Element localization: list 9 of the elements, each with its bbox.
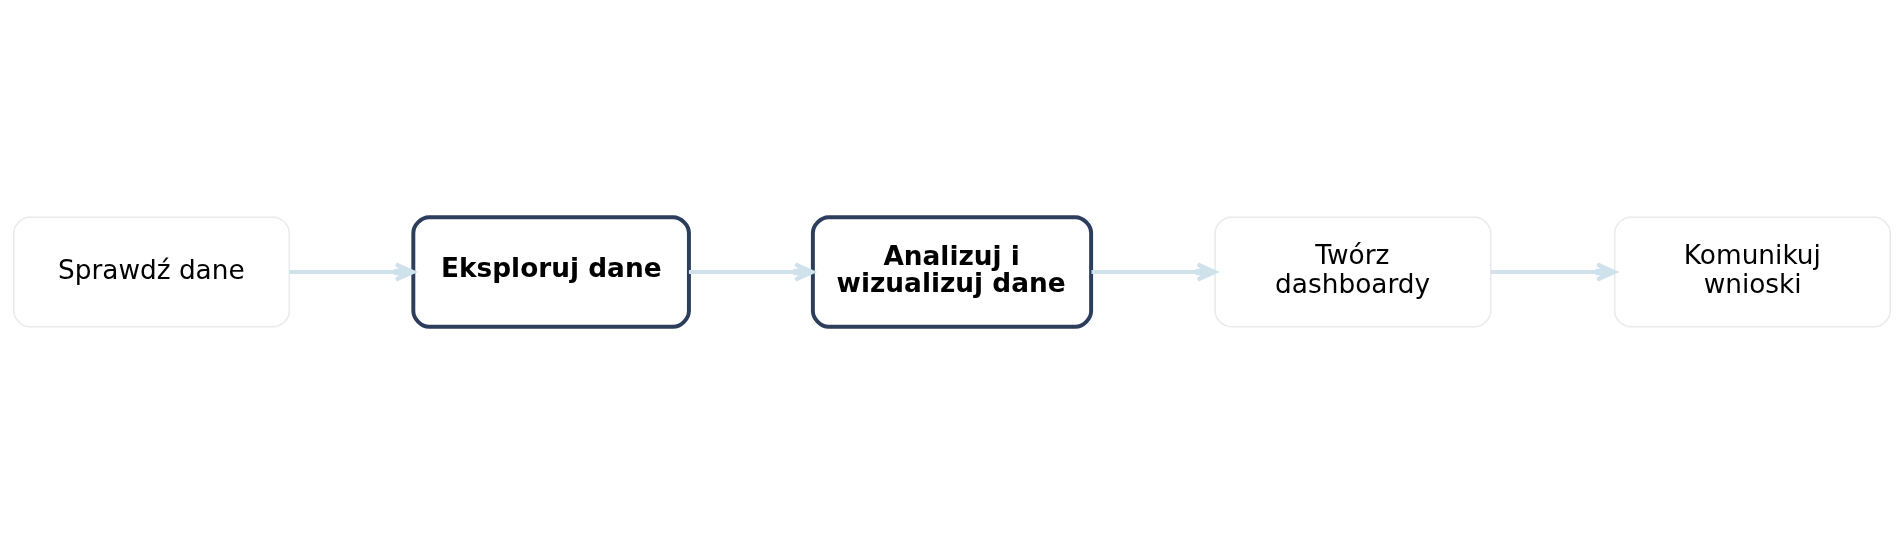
arrow bbox=[688, 262, 815, 282]
node-box: Sprawdź dane bbox=[12, 216, 291, 328]
arrow bbox=[1490, 262, 1617, 282]
node-box: Analizuj i wizualizuj dane bbox=[810, 215, 1094, 329]
arrow bbox=[289, 262, 416, 282]
node-box: Eksploruj dane bbox=[411, 215, 691, 329]
arrow bbox=[1091, 262, 1217, 282]
node-box: Komunikuj wnioski bbox=[1613, 216, 1892, 328]
node-box: Twórz dashboardy bbox=[1214, 216, 1492, 328]
